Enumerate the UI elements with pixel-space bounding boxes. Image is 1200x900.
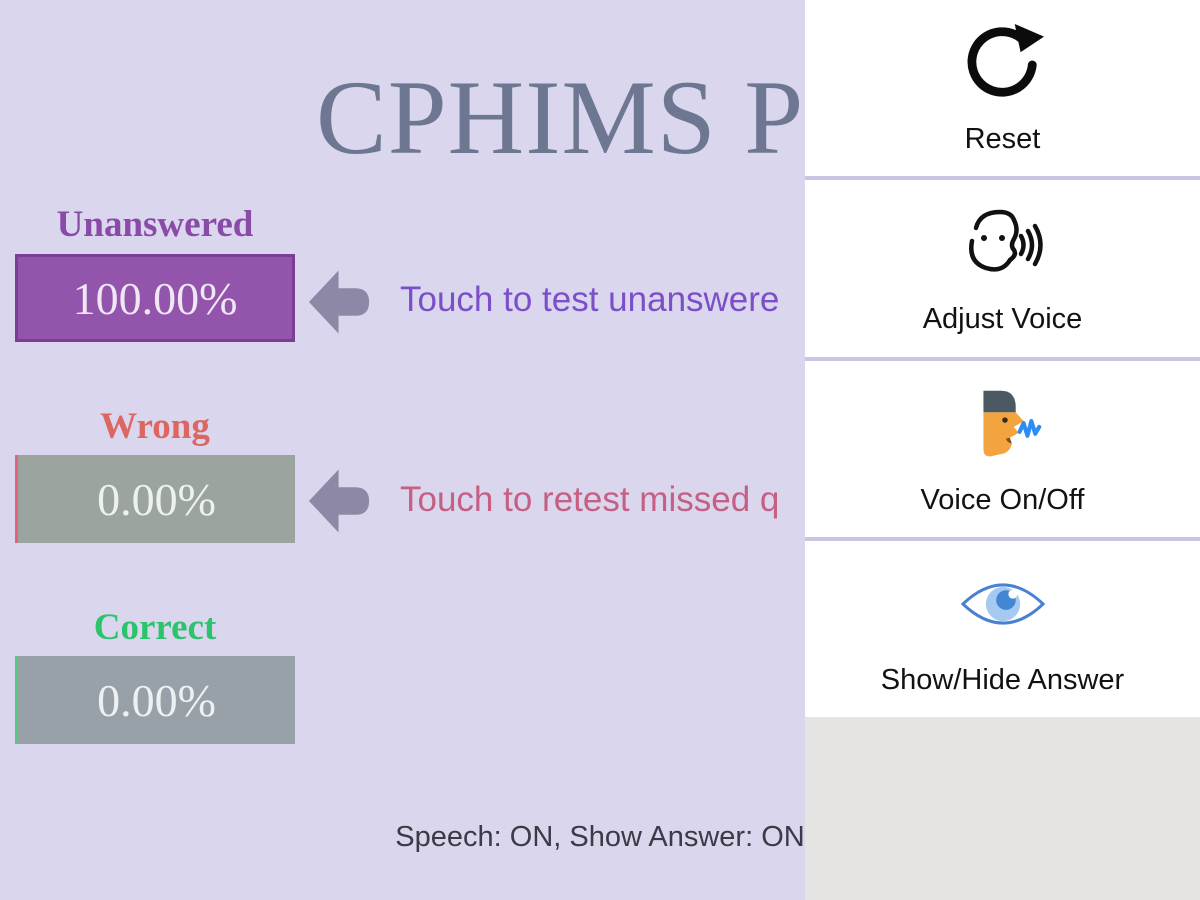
- unanswered-progress-box[interactable]: 100.00%: [15, 254, 295, 342]
- correct-progress-box[interactable]: 0.00%: [15, 656, 295, 744]
- menu-panel: Reset Adjust Voice: [805, 0, 1200, 900]
- unanswered-label: Unanswered: [56, 204, 254, 245]
- menu-list: Reset Adjust Voice: [805, 0, 1200, 717]
- menu-item-label: Show/Hide Answer: [880, 663, 1125, 696]
- wrong-hint: Touch to retest missed q: [400, 480, 780, 519]
- reset-icon: [962, 20, 1044, 106]
- adjust-voice-icon: [955, 200, 1051, 286]
- left-arrow-icon: [308, 469, 370, 533]
- menu-item-label: Reset: [964, 123, 1041, 156]
- menu-item-label: Adjust Voice: [922, 303, 1083, 336]
- correct-value: 0.00%: [97, 674, 216, 726]
- wrong-value: 0.00%: [97, 473, 216, 525]
- menu-item-label: Voice On/Off: [920, 483, 1085, 516]
- left-arrow-icon: [308, 270, 370, 334]
- menu-item-adjust-voice[interactable]: Adjust Voice: [805, 180, 1200, 361]
- menu-item-reset[interactable]: Reset: [805, 0, 1200, 181]
- app-title: CPHIMS Pr: [316, 59, 841, 176]
- menu-item-voice-on-off[interactable]: Voice On/Off: [805, 360, 1200, 541]
- show-hide-answer-icon: [958, 561, 1048, 647]
- status-line: Speech: ON, Show Answer: ON: [395, 821, 805, 853]
- menu-footer-area: [805, 717, 1200, 900]
- correct-label: Correct: [93, 607, 217, 648]
- unanswered-value: 100.00%: [72, 272, 238, 324]
- voice-on-off-icon: [959, 381, 1047, 467]
- menu-item-show-hide-answer[interactable]: Show/Hide Answer: [805, 540, 1200, 717]
- wrong-progress-box[interactable]: 0.00%: [15, 455, 295, 543]
- wrong-label: Wrong: [100, 406, 210, 447]
- unanswered-hint: Touch to test unanswere: [400, 280, 780, 319]
